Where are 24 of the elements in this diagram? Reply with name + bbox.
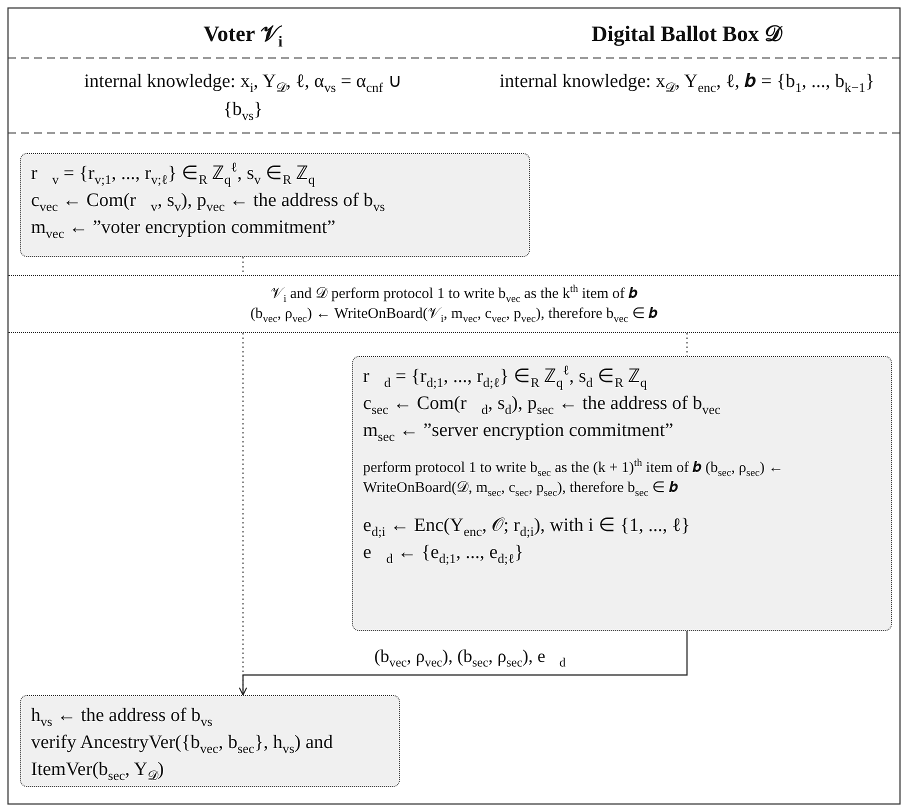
protocol-text: 𝒱$_{i}$ and 𝒟 perform protocol 1 to write b$_{vec}$ as the k$^{th}$ item of 𝒃 <box>270 284 638 304</box>
process-box <box>20 695 400 787</box>
column-heading: Voter 𝒱$_{i}$ <box>202 20 284 48</box>
formula-text: m$_{sec}$ ← ”server encryption commitment” <box>363 419 674 444</box>
dotted-line <box>686 333 688 356</box>
formula-text: h$_{vs}$ ← the address of b$_{vs}$ <box>31 704 214 729</box>
formula-text: perform protocol 1 to write b$_{sec}$ as the (k + 1)$^{th}$ item of 𝒃 (b$_{sec}$, ρ$_{sec}$) ← WriteOnBoard(𝒟, m$_{sec}$, c$_{sec}$, p$_{sec}$), therefore b$_{sec}$ ∈ 𝒃 <box>363 458 784 498</box>
formula-text: e⃗$_{d}$ ← {e$_{d;1}$, ..., e$_{d;ℓ}$} <box>363 541 524 566</box>
formula-text: verify AncestryVer({b$_{vec}$, b$_{sec}$}, h$_{vs}$) and ItemVer(b$_{sec}$, Y$_{𝒟}$) <box>31 731 334 783</box>
process-box <box>352 356 892 631</box>
process-box <box>20 153 530 257</box>
knowledge-text: internal knowledge: x$_{i}$, Y$_{𝒟}$, ℓ, α$_{vs}$ = α$_{cnf}$ ∪ {b$_{vs}$} <box>83 70 403 124</box>
formula-text: c$_{sec}$ ← Com(r⃗$_{d}$, s$_{d}$), p$_{sec}$ ← the address of b$_{vec}$ <box>363 392 722 417</box>
protocol-text: (b$_{vec}$, ρ$_{vec}$) ← WriteOnBoard(𝒱$_{i}$, m$_{vec}$, c$_{vec}$, p$_{vec}$), therefore b$_{vec}$ ∈ 𝒃 <box>250 305 658 324</box>
formula-text: m$_{vec}$ ← ”voter encryption commitment” <box>31 216 336 241</box>
formula-text: r⃗$_{v}$ = {r$_{v;1}$, ..., r$_{v;ℓ}$} ∈$_{R}$ ℤ$_{q}$$^{ℓ}$, s$_{v}$ ∈$_{R}$ ℤ$_{q}$ <box>31 160 316 187</box>
formula-text: c$_{vec}$ ← Com(r⃗$_{v}$, s$_{v}$), p$_{vec}$ ← the address of b$_{vs}$ <box>31 189 386 214</box>
protocol-band <box>8 275 900 333</box>
knowledge-text: internal knowledge: x$_{𝒟}$, Y$_{enc}$, ℓ, 𝒃 = {b$_{1}$, ..., b$_{k−1}$} <box>498 70 876 96</box>
arrow <box>238 631 688 696</box>
formula-text: e$_{d;i}$ ← Enc(Y$_{enc}$, 𝒪; r$_{d;i}$), with i ∈ {1, ..., ℓ} <box>363 514 692 539</box>
formula-text: r⃗$_{d}$ = {r$_{d;1}$, ..., r$_{d;ℓ}$} ∈$_{R}$ ℤ$_{q}$$^{ℓ}$, s$_{d}$ ∈$_{R}$ ℤ$_{q}$ <box>363 363 648 390</box>
column-heading: Digital Ballot Box 𝒟 <box>590 20 784 48</box>
dotted-line <box>242 257 244 275</box>
